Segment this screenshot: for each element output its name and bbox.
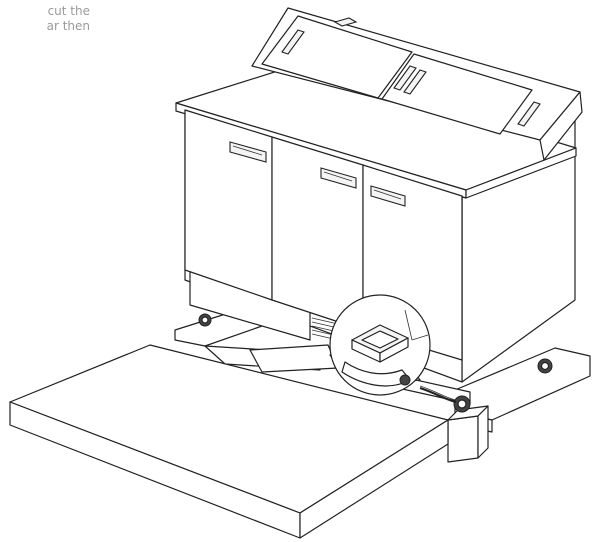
instruction-text: cut the ar then (0, 4, 90, 34)
top-badge (333, 17, 358, 27)
casters (198, 313, 553, 413)
prep-lid (251, 7, 583, 161)
door-center (271, 136, 364, 331)
bracket-detail-magnifier (329, 294, 431, 396)
lid-handles (281, 29, 541, 127)
door-handle-right (370, 185, 406, 207)
instruction-line-1: cut the (47, 4, 90, 18)
door-left (184, 109, 273, 301)
door-handle-center (320, 167, 357, 189)
instruction-line-2: ar then (46, 19, 90, 33)
ramp-board (9, 344, 449, 539)
door-handle-left (229, 141, 267, 163)
